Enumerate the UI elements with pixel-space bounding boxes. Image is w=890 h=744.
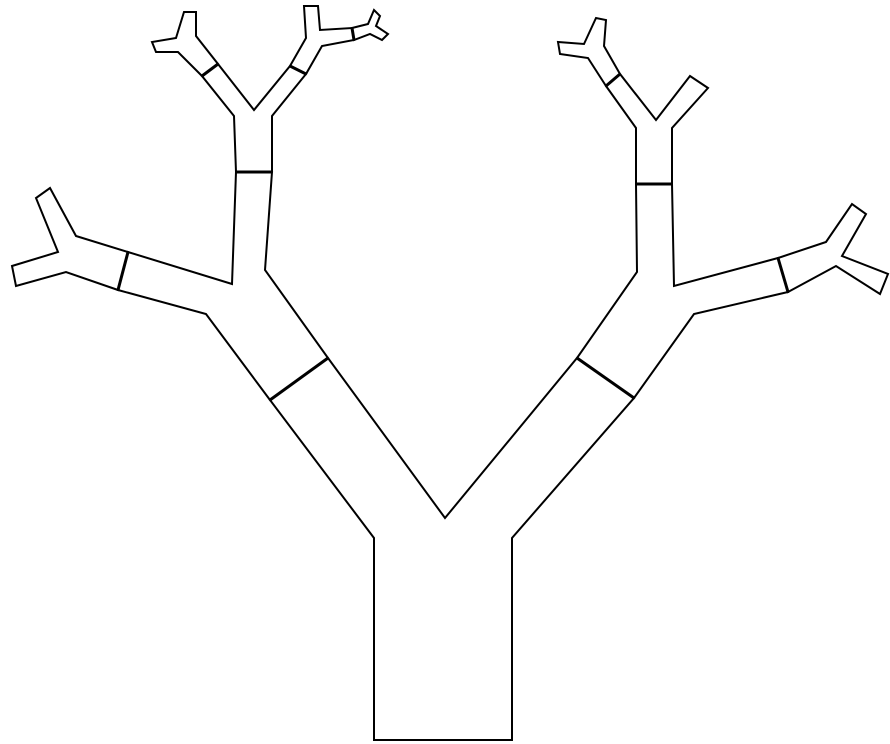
right-upper-branch	[606, 74, 708, 184]
left-upper-branch	[202, 64, 306, 172]
left-upper-twig-right	[290, 6, 354, 74]
left-main-limb	[118, 172, 328, 400]
left-upper-twig-tip	[352, 10, 388, 40]
right-main-limb	[577, 184, 788, 398]
left-upper-twig-left	[152, 12, 218, 76]
joint-left-twig-c	[352, 28, 354, 40]
right-lower-branch	[778, 204, 888, 294]
tree-trunk	[270, 358, 634, 740]
left-lower-branch	[12, 188, 128, 290]
right-upper-twig	[558, 18, 620, 86]
